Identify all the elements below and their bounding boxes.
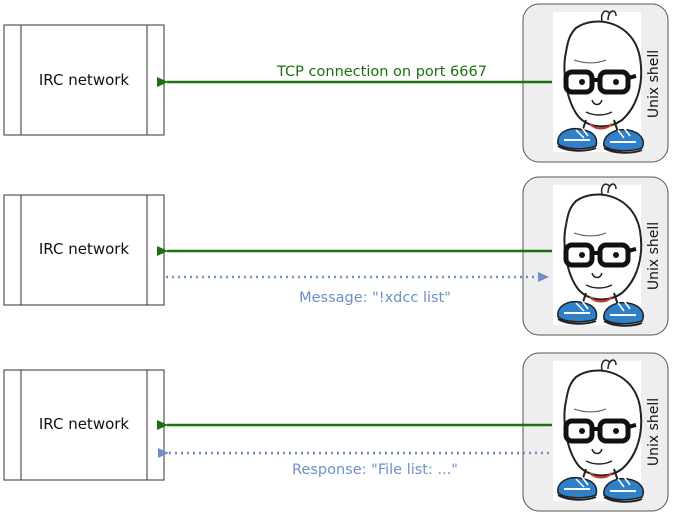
response-label: Response: "File list: ..." (292, 462, 458, 478)
unix-shell-box-1: Unix shell (522, 3, 669, 163)
tcp-connection-label: TCP connection on port 6667 (276, 64, 487, 80)
irc-network-box-1: IRC network (3, 24, 165, 136)
row-1: IRC network Unix shell TCP connection on… (3, 3, 669, 163)
irc-network-label-1: IRC network (39, 71, 130, 89)
row-3: IRC network Unix shell Response: "File l… (3, 352, 669, 512)
irc-network-box-3: IRC network (3, 369, 165, 481)
unix-shell-label-3: Unix shell (646, 398, 662, 466)
irc-network-box-2: IRC network (3, 194, 165, 306)
row-2: IRC network Unix shell Message: "!xdcc l… (3, 176, 669, 336)
message-label: Message: "!xdcc list" (299, 290, 451, 306)
unix-shell-box-3: Unix shell (522, 352, 669, 512)
unix-shell-box-2: Unix shell (522, 176, 669, 336)
irc-network-label-3: IRC network (39, 415, 130, 433)
unix-shell-label-2: Unix shell (646, 222, 662, 290)
irc-network-label-2: IRC network (39, 240, 130, 258)
unix-shell-label-1: Unix shell (646, 50, 662, 118)
